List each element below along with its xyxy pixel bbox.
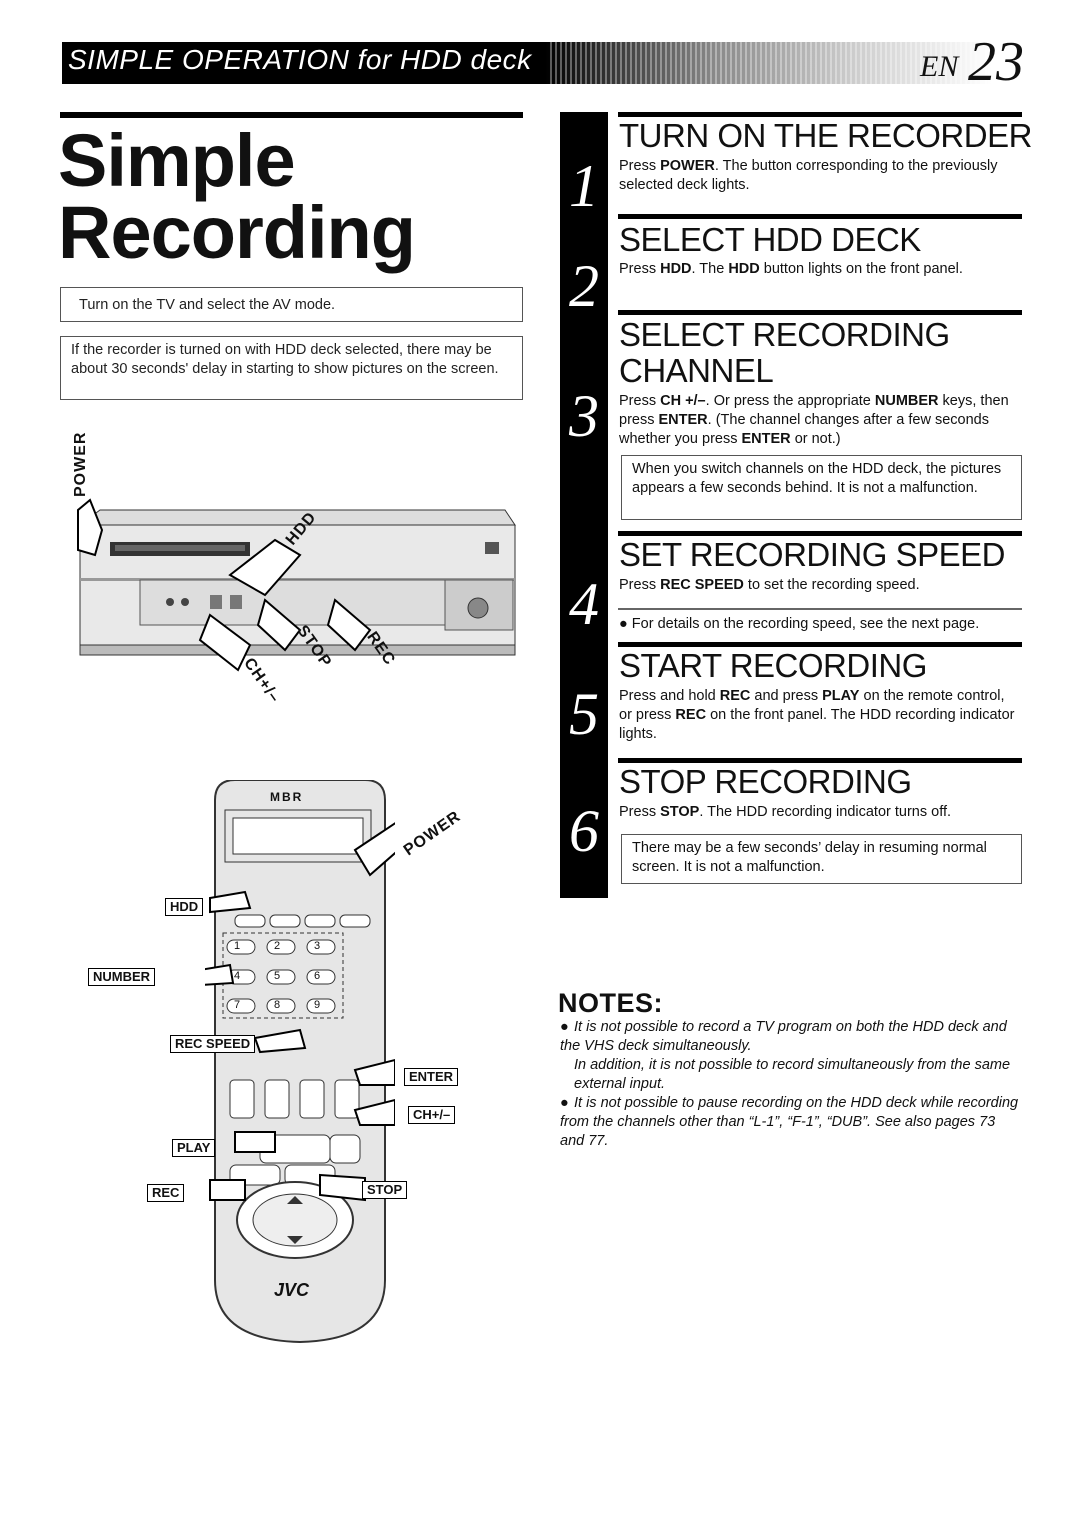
remote-rec-label: REC — [147, 1184, 185, 1202]
step-2-text: Press HDD. The HDD button lights on the … — [619, 261, 963, 277]
key-1: 1 — [234, 940, 241, 952]
step-6-text: Press STOP. The HDD recording indicator … — [619, 804, 952, 820]
remote-stop-label: STOP — [362, 1181, 408, 1199]
step-4-text: Press REC SPEED to set the recording spe… — [619, 577, 920, 593]
step-1-text: Press POWER. The button corresponding to… — [619, 158, 998, 193]
step-3-text: Press CH +/–. Or press the appropriate N… — [619, 393, 1009, 447]
step-6-note: There may be a few seconds’ delay in res… — [621, 834, 1022, 884]
key-5: 5 — [274, 970, 281, 982]
remote-enter-label: ENTER — [404, 1068, 459, 1086]
key-6: 6 — [314, 970, 321, 982]
title-rule — [60, 112, 523, 118]
step-6-title: STOP RECORDING — [619, 763, 912, 800]
step-3-number: 3 — [569, 383, 599, 449]
remote-number-label: NUMBER — [88, 968, 156, 986]
remote-hdd-label: HDD — [165, 898, 204, 916]
step-5-rule — [618, 642, 1022, 647]
step-4-number: 4 — [569, 571, 599, 637]
bullet-icon: ● — [619, 616, 632, 632]
step-4-divider — [618, 608, 1022, 610]
bullet-icon: ● — [560, 1095, 569, 1111]
remote-control-illustration — [205, 780, 395, 1344]
remote-brand-logo: JVC — [274, 1280, 310, 1300]
step-5-text: Press and hold REC and press PLAY on the… — [619, 688, 1015, 742]
page-title-line2: Recording — [58, 191, 416, 274]
step-4-rule — [618, 531, 1022, 536]
remote-power-label: POWER — [400, 807, 465, 860]
bullet-icon: ● — [560, 1019, 569, 1035]
language-tag: EN — [920, 50, 959, 83]
page-number: 23 — [968, 31, 1024, 93]
key-2: 2 — [274, 940, 281, 952]
note-item-1-extra: In addition, it is not possible to recor… — [574, 1057, 1011, 1092]
step-1-rule — [618, 112, 1022, 117]
step-5-title: START RECORDING — [619, 647, 927, 684]
remote-ch-label: CH+/– — [408, 1106, 456, 1124]
key-8: 8 — [274, 999, 281, 1011]
intro-box-tv: Turn on the TV and select the AV mode. — [60, 287, 523, 322]
step-3-note: When you switch channels on the HDD deck… — [621, 455, 1022, 520]
step-5-number: 5 — [569, 681, 599, 747]
step-3-rule — [618, 310, 1022, 315]
key-7: 7 — [234, 999, 241, 1011]
remote-mbr-logo: MBR — [270, 790, 304, 804]
deck-power-label: POWER — [72, 431, 89, 497]
step-4-bullet: ● For details on the recording speed, se… — [619, 616, 980, 632]
notes-title: NOTES: — [558, 988, 664, 1018]
step-2-title: SELECT HDD DECK — [619, 221, 921, 258]
step-2-number: 2 — [569, 253, 599, 319]
intro-box-delay: If the recorder is turned on with HDD de… — [60, 336, 523, 400]
step-2-rule — [618, 214, 1022, 219]
recorder-illustration — [77, 498, 516, 672]
page-title: Simple Recording — [58, 119, 416, 274]
step-6-number: 6 — [569, 798, 599, 864]
step-1-number: 1 — [569, 153, 599, 219]
step-4-title: SET RECORDING SPEED — [619, 536, 1005, 573]
section-title: SIMPLE OPERATION for HDD deck — [68, 44, 532, 75]
step-number-column: 1 2 3 4 5 6 — [560, 112, 608, 898]
key-3: 3 — [314, 940, 321, 952]
note-item-2: ●It is not possible to pause recording o… — [560, 1095, 1019, 1149]
page-title-line1: Simple — [58, 119, 296, 202]
remote-play-label: PLAY — [172, 1139, 216, 1157]
key-4: 4 — [234, 970, 241, 982]
key-9: 9 — [314, 999, 321, 1011]
step-6-rule — [618, 758, 1022, 763]
remote-rec-speed-label: REC SPEED — [170, 1035, 256, 1053]
step-1-title: TURN ON THE RECORDER — [619, 117, 1032, 154]
header-bar — [62, 42, 992, 84]
note-item-1: ●It is not possible to record a TV progr… — [560, 1018, 1020, 1094]
